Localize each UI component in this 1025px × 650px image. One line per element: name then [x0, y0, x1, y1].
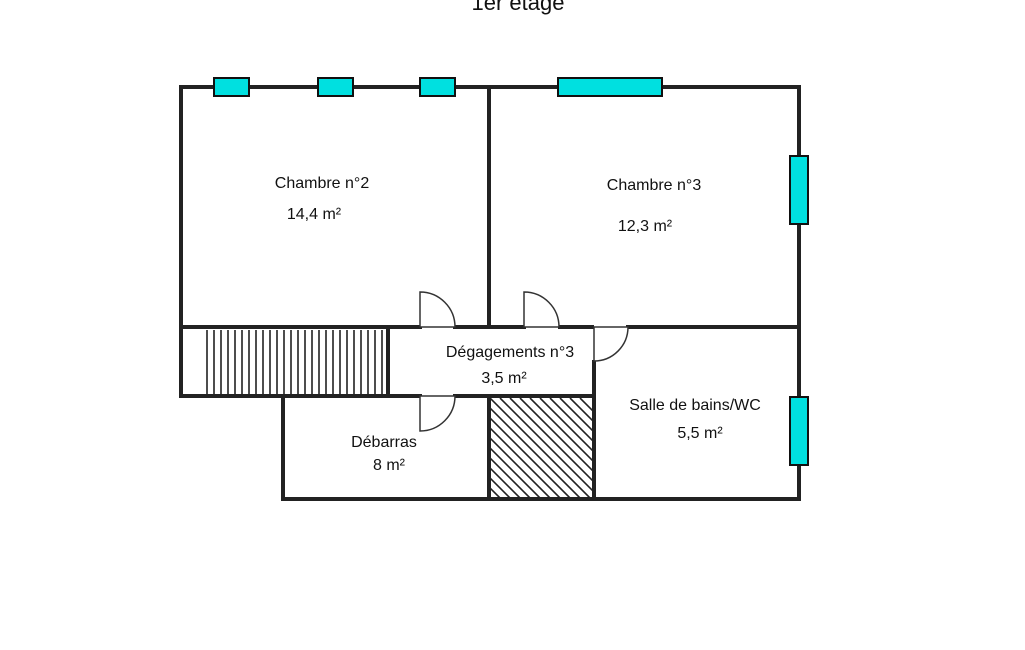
window-right-2 — [789, 396, 809, 466]
room-area: 5,5 m² — [677, 425, 723, 442]
room-name: Chambre n°2 — [275, 175, 370, 192]
floor-title: 1er étage — [472, 0, 565, 15]
window-top-2 — [317, 77, 354, 97]
room-name: Débarras — [351, 434, 417, 451]
room-salle-de-bains: Salle de bains/WC 5,5 m² — [629, 397, 761, 442]
door-chambre-2 — [419, 291, 456, 328]
window-top-1 — [213, 77, 250, 97]
door-debarras — [419, 395, 456, 432]
room-area: 3,5 m² — [481, 370, 527, 387]
room-debarras: Débarras 8 m² — [351, 434, 417, 474]
room-area: 12,3 m² — [618, 218, 673, 235]
windows — [213, 77, 809, 466]
room-name: Chambre n°3 — [607, 177, 702, 194]
room-chambre-3: Chambre n°3 12,3 m² — [607, 177, 702, 235]
room-name: Salle de bains/WC — [629, 397, 761, 414]
staircase — [206, 330, 383, 394]
hatched-cupboard — [490, 398, 593, 498]
window-top-4 — [557, 77, 663, 97]
room-area: 8 m² — [373, 457, 406, 474]
room-degagements: Dégagements n°3 3,5 m² — [446, 344, 574, 387]
window-top-3 — [419, 77, 456, 97]
room-name: Dégagements n°3 — [446, 344, 574, 361]
room-chambre-2: Chambre n°2 14,4 m² — [275, 175, 370, 223]
door-salle-de-bains — [593, 326, 629, 362]
window-right-1 — [789, 155, 809, 225]
door-chambre-3 — [523, 291, 560, 328]
room-area: 14,4 m² — [287, 206, 342, 223]
